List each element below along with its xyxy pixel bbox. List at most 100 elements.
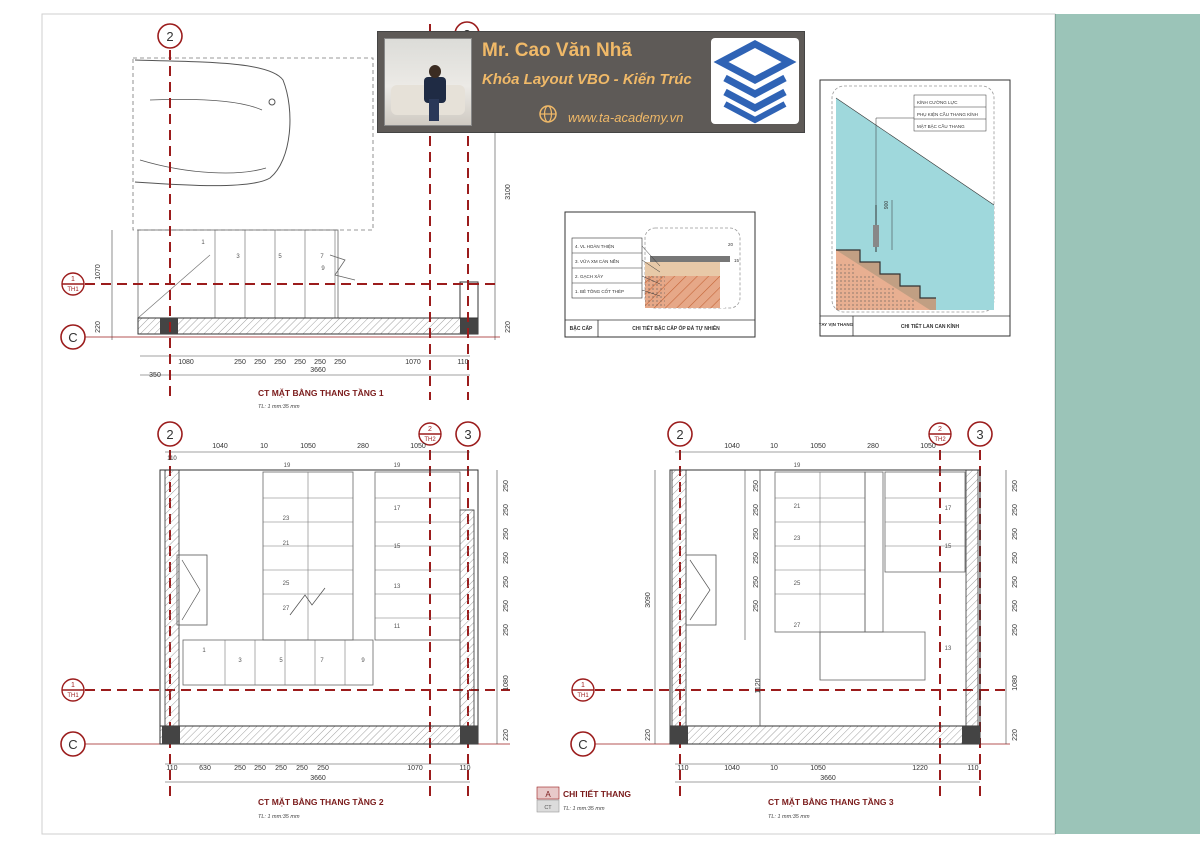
plan-2-dim-top: 280 [357, 443, 369, 450]
plan-2-step: 19 [394, 463, 401, 469]
axis-label-2: 2 [166, 29, 173, 44]
plan-2-dim-right: 250 [503, 600, 510, 612]
plan-2-step: 5 [279, 658, 283, 664]
section-number: 2 [428, 426, 432, 433]
plan-2-dim-bottom: 250 [254, 765, 266, 772]
axis-label-c: C [68, 737, 77, 752]
plan-3-step: 27 [794, 623, 801, 629]
plan-2-step: 21 [283, 541, 290, 547]
plan-1-dim: 1070 [95, 264, 102, 280]
plan-1-scale: TL: 1 mm:35 mm [258, 404, 300, 410]
plan-2-dim-right: 250 [503, 480, 510, 492]
axis-label-3: 3 [464, 427, 471, 442]
plan-1-dim: 250 [274, 359, 286, 366]
detail-glass-railing [819, 79, 1011, 337]
detail-rail-label: KÍNH CƯỜNG LỰC [917, 99, 958, 105]
plan-3-dim-top: 280 [867, 443, 879, 450]
detail-step-caption-left: BẬC CẤP [570, 325, 593, 332]
plan-3-step: 15 [945, 544, 952, 550]
plan-3-dim-left: 3090 [645, 592, 652, 608]
axis-label-3: 3 [976, 427, 983, 442]
section-markers [61, 272, 952, 702]
plan-3-dim-top: 10 [770, 443, 778, 450]
sheet-scale: TL: 1 mm:35 mm [563, 806, 605, 812]
plan-3-dim-right: 250 [1012, 576, 1019, 588]
plan-1-dim: 110 [457, 359, 468, 366]
plan-3-dim-right: 250 [1012, 480, 1019, 492]
plan-3-scale: TL: 1 mm:35 mm [768, 814, 810, 820]
axis-label-2: 2 [166, 427, 173, 442]
plan-3-dim-right: 250 [1012, 600, 1019, 612]
plan-2-step: 27 [283, 606, 290, 612]
plan-2-dim-right: 250 [503, 576, 510, 588]
plan-3-dim-right: 220 [1012, 729, 1019, 741]
section-sheet: TH1 [67, 287, 79, 293]
plan-1-dim: 1070 [405, 359, 421, 366]
website-link[interactable]: www.ta-academy.vn [568, 110, 684, 125]
plan-2-step: 7 [320, 658, 324, 664]
plan-3-dim-left: 1120 [755, 678, 762, 693]
plan-3-dim-right: 250 [1012, 624, 1019, 636]
plan-2-dim-bottom: 250 [317, 765, 329, 772]
plan-1-step: 1 [201, 240, 205, 246]
plan-2-dim-bottom: 110 [166, 765, 177, 772]
plan-2-title: CT MẶT BẰNG THANG TẦNG 2 [258, 797, 384, 807]
plan-1-step: 5 [278, 254, 282, 260]
plan-1-dim: 250 [314, 359, 326, 366]
course-name: Khóa Layout VBO - Kiến Trúc [482, 71, 692, 88]
plan-1-step: 3 [236, 254, 240, 260]
plan-2-dim-right: 250 [503, 528, 510, 540]
plan-floor-2 [159, 451, 498, 783]
plan-2-dim-right: 1080 [503, 675, 510, 691]
plan-1-dim: 220 [95, 321, 102, 333]
plan-1-dim: 1080 [178, 359, 194, 366]
axis-label-c: C [578, 737, 587, 752]
plan-floor-3 [654, 451, 1007, 783]
sheet-label-box [536, 786, 560, 813]
plan-3-dim-bottom: 110 [677, 765, 688, 772]
plan-3-step: 17 [945, 506, 952, 512]
plan-3-dim-left-250: 250 [753, 600, 760, 612]
plan-2-step: 9 [361, 658, 365, 664]
plan-2-step: 13 [394, 584, 401, 590]
plan-1-title: CT MẶT BẰNG THANG TẦNG 1 [258, 388, 384, 398]
plan-2-dim-bottom: 630 [199, 765, 211, 772]
plan-3-dim-bottom: 110 [967, 765, 978, 772]
plan-2-dim-top: 1040 [212, 443, 228, 450]
plan-2-dim-top: 110 [167, 456, 177, 462]
detail-rail-label: PHỤ KIỆN CẦU THANG KÍNH [917, 110, 978, 117]
plan-2-step: 11 [394, 624, 401, 630]
plan-3-title: CT MẶT BẰNG THANG TẦNG 3 [768, 797, 894, 807]
plan-3-step: 13 [945, 646, 952, 652]
detail-step-dim: 15 [734, 258, 740, 263]
plan-3-dim-left-250: 250 [753, 552, 760, 564]
plan-1-dim: 3100 [505, 184, 512, 200]
plan-3-dim-left-250: 250 [753, 576, 760, 588]
plan-2-dim-right: 220 [503, 729, 510, 741]
plan-3-dim-left-250: 250 [753, 504, 760, 516]
plan-2-dim-right: 250 [503, 504, 510, 516]
side-panel [1055, 14, 1200, 834]
section-number: 1 [71, 682, 75, 689]
plan-1-dim: 250 [254, 359, 266, 366]
plan-2-dim-top: 1050 [300, 443, 316, 450]
plan-1-dim: 250 [294, 359, 306, 366]
globe-icon [539, 105, 557, 123]
plan-2-step: 1 [202, 648, 206, 654]
detail-rail-caption-left: TAY VỊN THANG [819, 322, 854, 327]
sheet-letter: A [545, 790, 551, 799]
plan-3-dim-bottom: 1040 [724, 765, 740, 772]
detail-rail-caption-right: CHI TIẾT LAN CAN KÍNH [901, 322, 960, 330]
plan-1-step: 9 [321, 266, 325, 272]
plan-2-dim-total: 3660 [310, 775, 326, 782]
axis-label-c: C [68, 330, 77, 345]
plan-3-dim-bottom: 1050 [810, 765, 826, 772]
plan-2-step: 15 [394, 544, 401, 550]
plan-1-dim: 220 [505, 321, 512, 333]
detail-step-layer: 1. BÊ TÔNG CỐT THÉP [575, 287, 624, 294]
plan-3-step: 19 [794, 463, 801, 469]
plan-3-dim-left-250: 250 [753, 480, 760, 492]
plan-3-dim-total: 3660 [820, 775, 836, 782]
